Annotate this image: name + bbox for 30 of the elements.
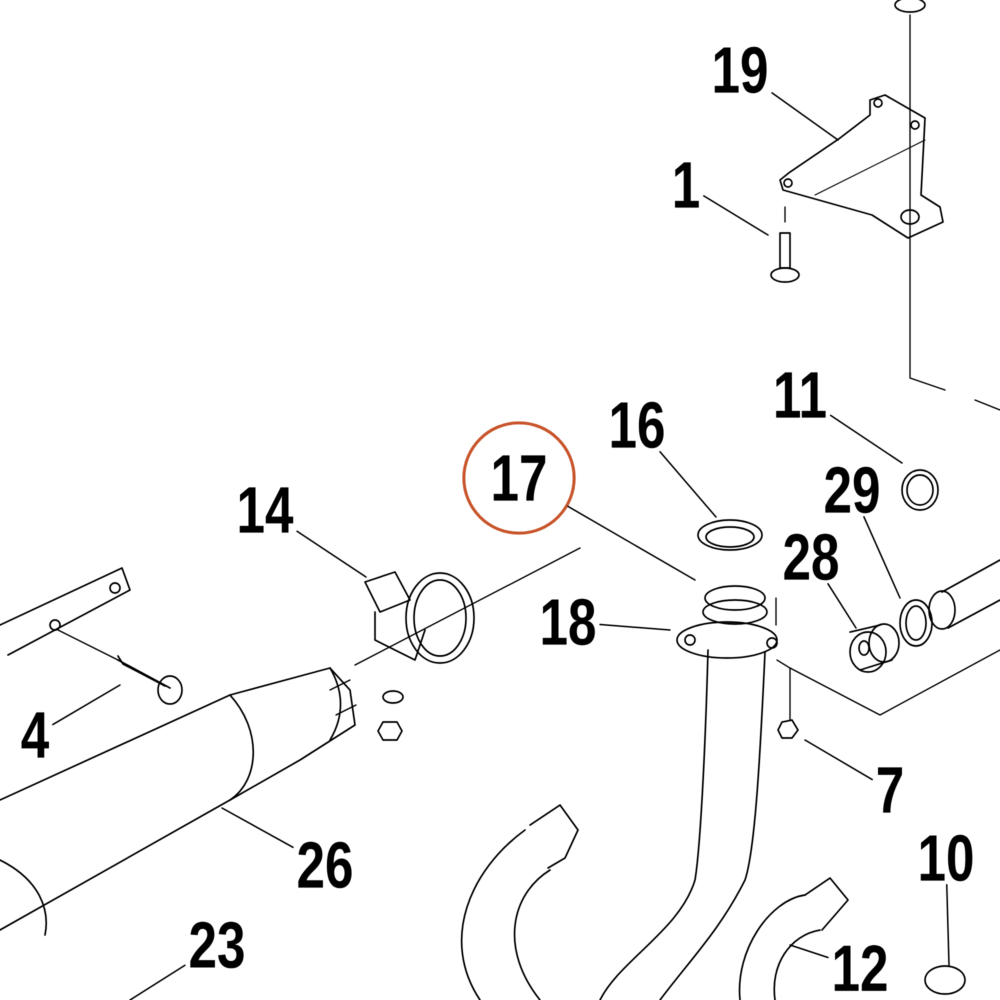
callout-number: 17 bbox=[462, 421, 576, 535]
leader-line bbox=[771, 92, 839, 141]
callout-number: 12 bbox=[834, 945, 886, 991]
leader-line bbox=[129, 964, 186, 1000]
leader-line bbox=[789, 944, 829, 958]
leader-line bbox=[221, 807, 294, 848]
callout-number: 28 bbox=[784, 534, 838, 580]
callout-number: 11 bbox=[776, 372, 826, 418]
leader-line bbox=[804, 739, 873, 780]
leader-line bbox=[703, 195, 769, 236]
callout-number: 1 bbox=[675, 162, 699, 208]
leader-line bbox=[567, 506, 696, 581]
callout-number: 7 bbox=[878, 767, 902, 813]
leader-line bbox=[599, 624, 671, 631]
callout-number: 23 bbox=[190, 922, 244, 968]
callout-number: 26 bbox=[298, 842, 352, 888]
callout-number: 18 bbox=[542, 598, 595, 646]
leader-line bbox=[827, 583, 857, 629]
callout-number: 19 bbox=[714, 46, 767, 94]
leader-line bbox=[296, 530, 367, 578]
leader-line bbox=[863, 516, 901, 599]
callout-number: 29 bbox=[825, 466, 879, 514]
callout-number: 4 bbox=[22, 712, 49, 758]
leader-line bbox=[830, 414, 903, 464]
callout-number: 10 bbox=[920, 834, 972, 882]
leader-line bbox=[659, 451, 717, 518]
leader-line bbox=[52, 684, 121, 726]
leader-line bbox=[946, 884, 950, 966]
callout-number: 16 bbox=[612, 402, 664, 448]
callout-number: 14 bbox=[240, 487, 294, 533]
